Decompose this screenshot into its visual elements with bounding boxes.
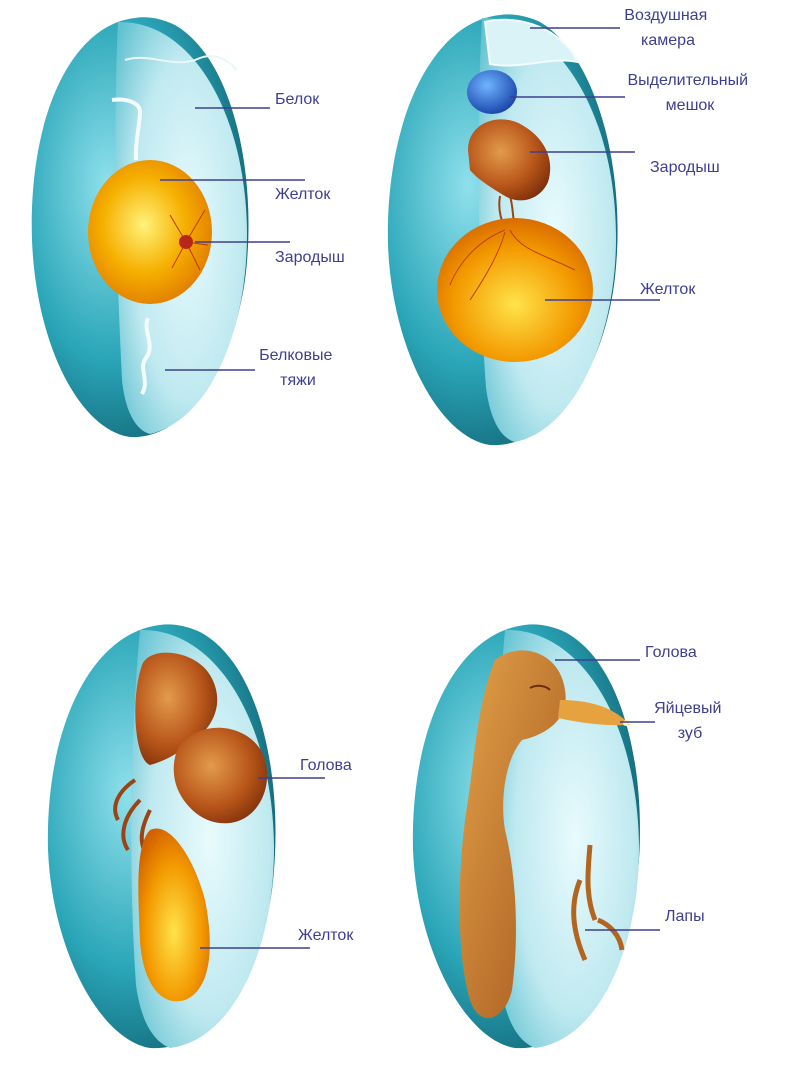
egg-stage-1	[32, 17, 249, 437]
egg-stage-3	[48, 624, 276, 1048]
label-head: Голова	[300, 757, 352, 774]
embryo-spot	[179, 235, 193, 249]
label-chalazae: Белковые тяжи	[259, 347, 337, 389]
egg-stage-4	[413, 624, 640, 1048]
yolk	[88, 160, 212, 304]
label-allantois: Выделительный мешок	[627, 72, 752, 114]
label-air-cell: Воздушная камера	[624, 7, 711, 49]
egg-tooth	[623, 720, 629, 726]
yolk	[437, 218, 593, 362]
label-egg-tooth: Яйцевый зуб	[654, 700, 726, 742]
label-embryo: Зародыш	[275, 249, 345, 266]
label-yolk: Желток	[298, 927, 354, 944]
label-yolk: Желток	[275, 186, 331, 203]
air-cell	[485, 20, 578, 66]
label-embryo: Зародыш	[650, 159, 720, 176]
label-yolk: Желток	[640, 281, 696, 298]
allantois-sac	[467, 70, 517, 114]
egg-stage-2	[388, 14, 618, 445]
label-head: Голова	[645, 644, 697, 661]
label-legs: Лапы	[665, 908, 705, 925]
label-albumen: Белок	[275, 91, 320, 108]
